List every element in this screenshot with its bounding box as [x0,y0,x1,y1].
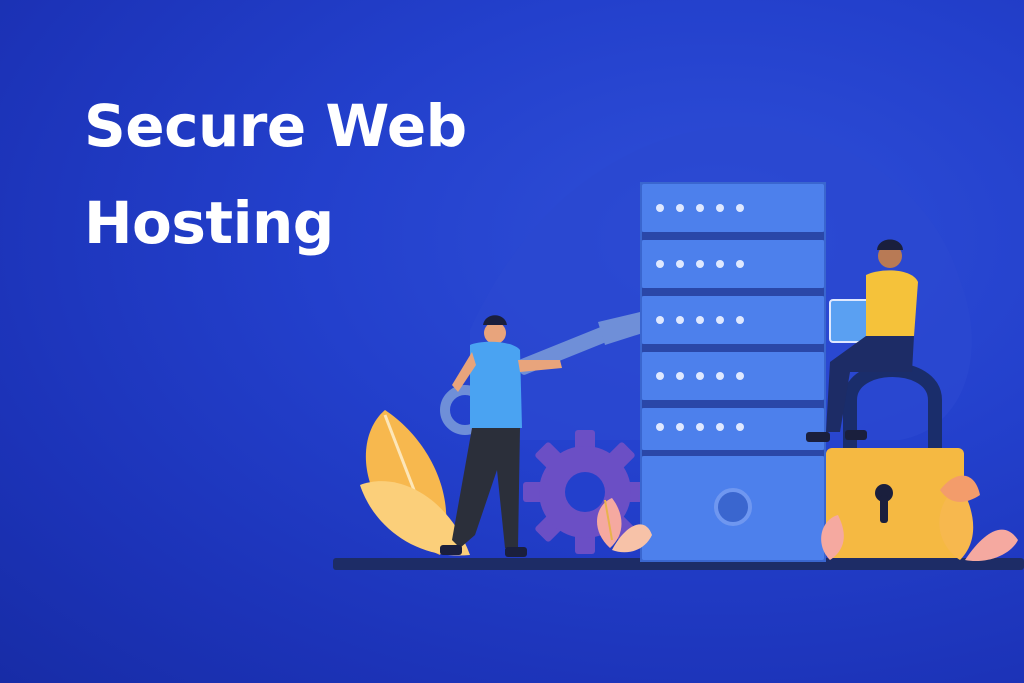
leaf-plant-center [597,498,652,553]
person-with-laptop [806,239,918,442]
leaf-plant-left [360,410,470,556]
ground-line [333,558,1024,570]
headline: Secure Web Hosting [84,78,467,272]
person-with-key [440,315,562,557]
leaf-plant-small [821,515,844,560]
leaf-plant-right [939,475,1018,562]
headline-line-2: Hosting [84,189,334,257]
server-rack-icon [640,182,826,562]
headline-line-1: Secure Web [84,92,467,160]
